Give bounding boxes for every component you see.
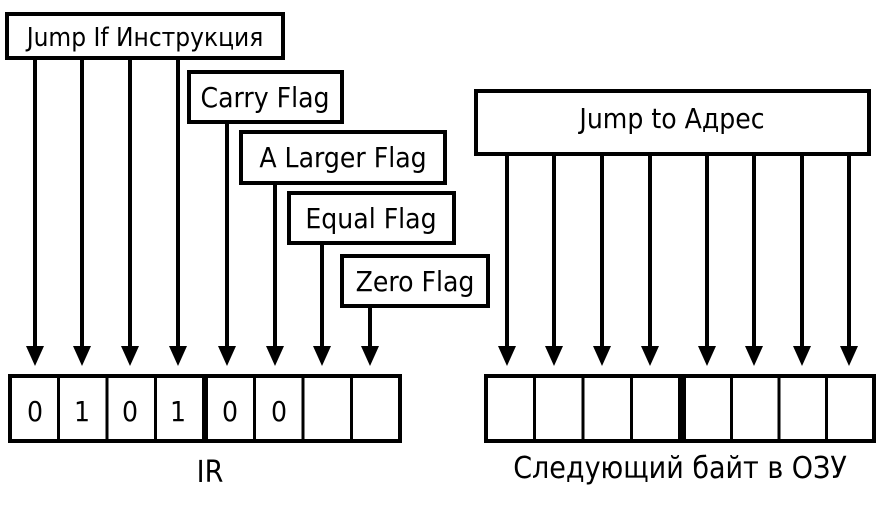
- zero-flag-label: Zero Flag: [340, 254, 490, 308]
- arrow-ir-bit-8: [361, 306, 379, 366]
- arrow-ir-bit-5: [218, 122, 236, 366]
- ir-register-low-nibble: [204, 374, 402, 443]
- arrow-ram-bit-6: [745, 154, 763, 366]
- ram-byte-high-nibble: [484, 374, 682, 443]
- equal-flag-label: Equal Flag: [287, 191, 456, 245]
- ir-bit-1: 0: [27, 395, 43, 428]
- arrow-ram-bit-5: [698, 154, 716, 366]
- ir-bit-3: 0: [122, 395, 138, 428]
- ram-byte: Следующий байт в ОЗУ: [484, 374, 876, 486]
- arrow-ram-bit-2: [545, 154, 563, 366]
- arrow-ir-bit-6: [266, 183, 284, 366]
- a-larger-flag-label: A Larger Flag: [239, 130, 447, 185]
- jump-if-instruction-label: Jump If Инструкция: [5, 12, 285, 60]
- equal-flag-text: Equal Flag: [305, 202, 436, 235]
- ram-byte-caption: Следующий байт в ОЗУ: [513, 451, 847, 486]
- jump-if-instruction-text: Jump If Инструкция: [25, 23, 264, 53]
- jump-to-address-text: Jump to Адрес: [577, 102, 764, 135]
- ir-register-high-nibble: [8, 374, 206, 443]
- arrow-ram-bit-1: [498, 154, 516, 366]
- carry-flag-text: Carry Flag: [200, 81, 329, 114]
- carry-flag-label: Carry Flag: [187, 70, 344, 124]
- ir-bit-4: 1: [170, 395, 186, 428]
- jump-to-address-label: Jump to Адрес: [474, 89, 871, 156]
- zero-flag-text: Zero Flag: [356, 265, 475, 298]
- a-larger-flag-text: A Larger Flag: [259, 141, 426, 174]
- arrow-ir-bit-3: [121, 58, 139, 366]
- arrow-ir-bit-1: [26, 58, 44, 366]
- arrow-ram-bit-8: [840, 154, 858, 366]
- ir-bit-2: 1: [74, 395, 90, 428]
- arrow-ram-bit-3: [593, 154, 611, 366]
- ir-register: 0 1 0 1 0 0 IR: [8, 374, 402, 490]
- arrow-ram-bit-4: [641, 154, 659, 366]
- ir-bit-6: 0: [271, 395, 287, 428]
- arrow-ir-bit-4: [169, 58, 187, 366]
- arrow-ir-bit-2: [73, 58, 91, 366]
- ram-byte-low-nibble: [682, 374, 876, 443]
- ir-caption: IR: [197, 455, 224, 490]
- ir-bit-5: 0: [222, 395, 238, 428]
- arrows: [26, 58, 858, 366]
- arrow-ram-bit-7: [793, 154, 811, 366]
- arrow-ir-bit-7: [313, 243, 331, 366]
